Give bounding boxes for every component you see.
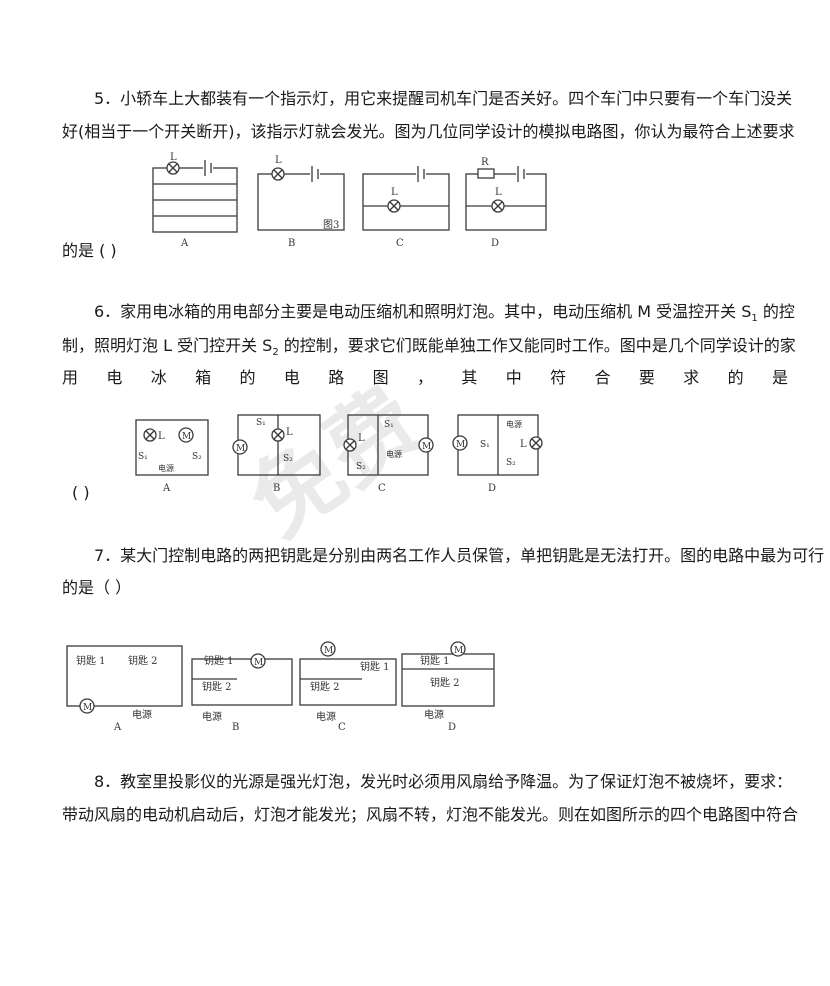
q5-line-1: 5．小轿车上大都装有一个指示灯，用它来提醒司机车门是否关好。四个车门中只要有一个… — [94, 89, 793, 108]
svg-text:电源: 电源 — [386, 449, 402, 459]
svg-text:电源: 电源 — [202, 710, 222, 723]
svg-text:L: L — [520, 439, 527, 450]
q5-circuit-c: L C — [362, 166, 450, 249]
svg-text:B: B — [232, 722, 239, 733]
svg-text:D: D — [488, 483, 496, 494]
q5-c-label: C — [396, 238, 404, 249]
svg-text:B: B — [273, 483, 280, 494]
q5-c-lamp-label: L — [391, 187, 398, 198]
svg-text:电源: 电源 — [316, 710, 336, 723]
q6-circuit-a: L M S₁ S₂ 电源 A — [135, 419, 209, 494]
svg-text:电源: 电源 — [424, 708, 444, 721]
q7-line-1: 7．某大门控制电路的两把钥匙是分别由两名工作人员保管，单把钥匙是无法打开。图的电… — [94, 546, 825, 565]
q5-d-lamp-label: L — [495, 187, 502, 198]
svg-text:M: M — [422, 442, 431, 452]
q7-circuit-a: 钥匙 1 钥匙 2 M 电源 A — [66, 645, 183, 733]
q5-b-lamp-label: L — [275, 155, 282, 166]
svg-text:S₂: S₂ — [506, 458, 516, 468]
q6-line-3: 用电冰箱的电路图，其中符合要求的是 — [62, 368, 788, 387]
svg-text:C: C — [378, 483, 386, 494]
q5-a-lamp-label: L — [170, 152, 177, 163]
q6-figure: L M S₁ S₂ 电源 A M L S₁ S₂ B L — [128, 395, 548, 495]
svg-text:钥匙 1: 钥匙 1 — [420, 654, 450, 667]
svg-text:M: M — [83, 703, 92, 713]
svg-text:M: M — [236, 444, 245, 454]
svg-text:L: L — [358, 433, 365, 444]
svg-text:钥匙 1: 钥匙 1 — [76, 654, 106, 667]
q7-circuit-b: 钥匙 1 钥匙 2 M 电源 B — [191, 653, 293, 733]
svg-text:钥匙 2: 钥匙 2 — [430, 676, 460, 689]
q7-figure: 钥匙 1 钥匙 2 M 电源 A 钥匙 1 钥匙 2 M 电源 B M 钥匙 1… — [62, 634, 502, 734]
svg-text:M: M — [324, 646, 333, 656]
svg-text:S₂: S₂ — [192, 452, 202, 462]
svg-text:钥匙 1: 钥匙 1 — [204, 654, 234, 667]
q5-fig-note: 图3 — [323, 219, 339, 231]
svg-text:D: D — [448, 722, 456, 733]
q5-circuit-a: L A — [152, 152, 238, 249]
q6-circuit-d: M L S₁ S₂ 电源 D — [452, 414, 543, 494]
q7-circuit-d: M 钥匙 1 钥匙 2 电源 D — [401, 641, 495, 733]
q5-a-label: A — [180, 238, 189, 249]
q5-d-resistor-label: R — [481, 157, 489, 168]
q5-circuit-d: R L D — [465, 157, 547, 249]
svg-text:M: M — [454, 646, 463, 656]
q6-line-1: 6．家用电冰箱的用电部分主要是电动压缩机和照明灯泡。其中，电动压缩机 M 受温控… — [94, 302, 795, 325]
svg-text:M: M — [254, 658, 263, 668]
svg-text:钥匙 2: 钥匙 2 — [202, 680, 232, 693]
q5-figure: L A L 图3 B L C — [148, 150, 548, 250]
q8-line-1: 8．教室里投影仪的光源是强光灯泡，发光时必须用风扇给予降温。为了保证灯泡不被烧坏… — [94, 772, 793, 791]
svg-text:C: C — [338, 722, 346, 733]
svg-text:S₁: S₁ — [138, 452, 148, 462]
svg-text:M: M — [182, 432, 191, 442]
svg-text:L: L — [158, 431, 165, 442]
q5-d-label: D — [491, 238, 499, 249]
q8-line-2: 带动风扇的电动机启动后，灯泡才能发光；风扇不转，灯泡不能发光。则在如图所示的四个… — [62, 805, 799, 824]
svg-text:S₁: S₁ — [384, 420, 394, 430]
svg-text:电源: 电源 — [506, 419, 522, 429]
svg-text:A: A — [162, 483, 171, 494]
svg-text:钥匙 2: 钥匙 2 — [310, 680, 340, 693]
svg-text:钥匙 1: 钥匙 1 — [360, 660, 390, 673]
q6-circuit-c: L M S₁ S₂ 电源 C — [343, 414, 434, 494]
q6-circuit-b: M L S₁ S₂ B — [232, 414, 321, 494]
svg-text:钥匙 2: 钥匙 2 — [128, 654, 158, 667]
q5-line-3: 的是 ( ) — [62, 241, 117, 260]
svg-text:S₂: S₂ — [356, 462, 366, 472]
q7-circuit-c: M 钥匙 1 钥匙 2 电源 C — [299, 641, 397, 733]
q6-line-2: 制，照明灯泡 L 受门控开关 S2 的控制，要求它们既能单独工作又能同时工作。图… — [62, 336, 796, 359]
svg-text:S₁: S₁ — [256, 418, 266, 428]
svg-text:电源: 电源 — [132, 708, 152, 721]
svg-text:M: M — [456, 440, 465, 450]
svg-text:电源: 电源 — [158, 463, 174, 473]
svg-text:L: L — [286, 427, 293, 438]
q7-line-2: 的是（ ） — [62, 578, 132, 597]
q5-circuit-b: L 图3 B — [257, 155, 345, 249]
svg-text:S₂: S₂ — [283, 454, 293, 464]
q5-b-label: B — [288, 238, 295, 249]
q6-line-4: ( ) — [72, 483, 90, 502]
q5-line-2: 好(相当于一个开关断开)，该指示灯就会发光。图为几位同学设计的模拟电路图，你认为… — [62, 122, 795, 141]
svg-text:S₁: S₁ — [480, 440, 490, 450]
svg-text:A: A — [113, 722, 122, 733]
